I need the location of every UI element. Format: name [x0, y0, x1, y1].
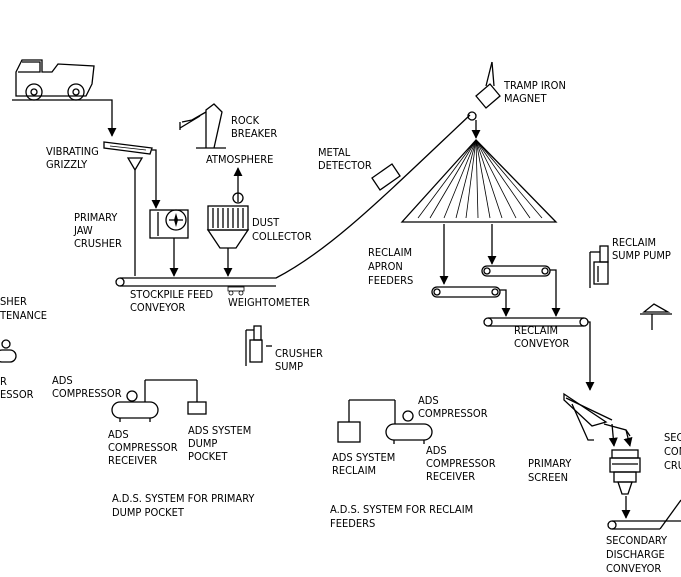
- dust-collector-label: DUST COLLECTOR: [252, 216, 312, 243]
- reclaim-apron-feeder-lower: [431, 286, 501, 298]
- metal-detector-label: METAL DETECTOR: [318, 146, 372, 172]
- stockpile-feed-conveyor: [115, 111, 477, 287]
- feeder-discharge-arrow-2: [550, 269, 561, 317]
- ads-compressor-receiver-left-icon: [111, 390, 159, 422]
- crusher-maintenance-partial-label: SHER TENANCE: [0, 295, 47, 322]
- weightometer-label: WEIGHTOMETER: [228, 296, 310, 309]
- ads-system-reclaim-caption: A.D.S. SYSTEM FOR RECLAIM FEEDERS: [330, 503, 476, 530]
- rock-breaker-label: ROCK BREAKER: [231, 114, 277, 140]
- ads-system-reclaim-icon: [337, 421, 361, 443]
- secondary-crusher-icon: [609, 449, 641, 495]
- rock-breaker-icon: [179, 103, 226, 149]
- secondary-partial-label: SEC CON CRU: [664, 431, 681, 472]
- stockpile-feed-conveyor-label: STOCKPILE FEED CONVEYOR: [130, 288, 216, 314]
- screen-oversize-arrow: [623, 429, 633, 447]
- primary-jaw-crusher-label: PRIMARY JAW CRUSHER: [73, 211, 122, 250]
- ads-compressor-left-label: ADS COMPRESSOR: [52, 374, 122, 400]
- tramp-iron-magnet-icon: [475, 61, 501, 109]
- secondary-discharge-conveyor-label: SECONDARY DISCHARGE CONVEYOR: [606, 534, 670, 575]
- secondary-discharge-conveyor: [607, 499, 681, 530]
- primary-screen-label: PRIMARY SCREEN: [528, 457, 574, 484]
- reclaim-to-screen-arrow: [585, 321, 595, 391]
- reclaim-conveyor: [483, 317, 589, 327]
- vibrating-grizzly-label: VIBRATING GRIZZLY: [46, 145, 102, 171]
- crusher-sump-pump-icon: [245, 325, 272, 366]
- ads-compressor-receiver-right-icon: [385, 410, 433, 444]
- metal-detector-icon: [371, 163, 401, 191]
- ads-system-dump-pocket-label: ADS SYSTEM DUMP POCKET: [188, 424, 254, 463]
- partial-equipment-icon: [640, 303, 672, 330]
- primary-jaw-crusher-icon: [149, 209, 189, 239]
- dust-collector-icon: [206, 192, 250, 249]
- ads-system-primary-caption: A.D.S. SYSTEM FOR PRIMARY DUMP POCKET: [112, 492, 258, 519]
- primary-screen-icon: [563, 392, 631, 441]
- reclaim-conveyor-label: RECLAIM CONVEYOR: [514, 324, 569, 350]
- reclaim-sump-pump-label: RECLAIM SUMP PUMP: [612, 236, 671, 262]
- crusher-sump-label: CRUSHER SUMP: [275, 347, 326, 373]
- ads-compressor-receiver-right-label: ADS COMPRESSOR RECEIVER: [426, 444, 499, 483]
- vibrating-grizzly-icon: [103, 141, 153, 172]
- stockpile-icon: [400, 139, 558, 223]
- grizzly-oversize-arrow: [151, 149, 161, 209]
- tramp-iron-magnet-label: TRAMP IRON MAGNET: [503, 79, 569, 105]
- ads-system-reclaim-label: ADS SYSTEM RECLAIM: [332, 451, 398, 477]
- screen-undersize-arrow: [608, 423, 618, 447]
- reclaim-apron-feeders-label: RECLAIM APRON FEEDERS: [368, 246, 415, 287]
- ads-system-dump-pocket-icon: [187, 401, 207, 415]
- ads-compressor-receiver-label: ADS COMPRESSOR RECEIVER: [108, 428, 181, 467]
- partial-compressor-icon: [0, 339, 17, 363]
- feeder-discharge-arrow-1: [500, 289, 511, 317]
- truck-dump-arrow: [98, 99, 117, 137]
- compressor-partial-label: R ESSOR: [0, 375, 34, 401]
- atmosphere-label: ATMOSPHERE: [206, 153, 273, 166]
- weightometer-icon: [227, 286, 245, 296]
- reclaim-apron-feeder-upper: [481, 265, 551, 277]
- reclaim-sump-pump-icon: [589, 245, 609, 288]
- ads-compressor-right-label: ADS COMPRESSOR: [418, 394, 488, 420]
- haul-truck-icon: [12, 59, 98, 101]
